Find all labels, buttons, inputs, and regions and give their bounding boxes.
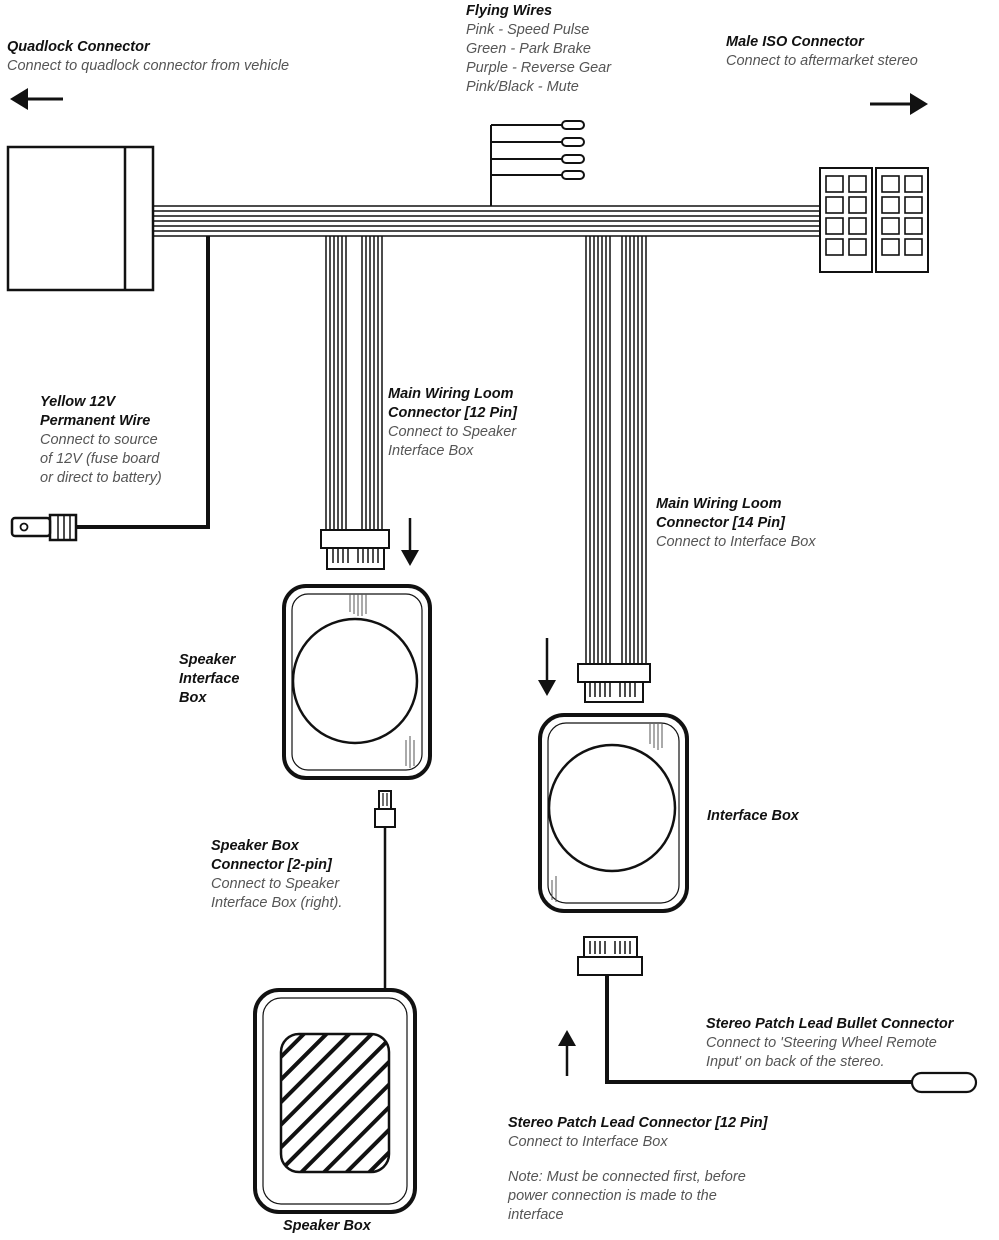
speaker-box-title: Speaker Box (283, 1218, 371, 1234)
interface-box-shape (538, 713, 689, 913)
patch-lead-wire (605, 975, 978, 1094)
loom-14-desc-line: Connect to Interface Box (656, 534, 816, 550)
flying-wires-title: Flying Wires (466, 3, 553, 19)
loom-12-desc-line: Interface Box (388, 443, 474, 459)
flying-wires-label: Flying Wires Pink - Speed Pulse Green - … (466, 2, 611, 97)
speaker-interface-box-shape (282, 584, 432, 780)
loom-12-desc-line: Connect to Speaker (388, 424, 517, 440)
yellow-12v-wire-shape (10, 236, 210, 542)
speaker-interface-title-line: Speaker (179, 652, 236, 668)
male-iso-label: Male ISO Connector Connect to aftermarke… (726, 33, 918, 71)
patch-lead-connector-desc: Connect to Interface Box (508, 1134, 668, 1150)
arrow-down-icon (401, 518, 419, 566)
speaker-box-shape (253, 988, 417, 1214)
patch-lead-plug (577, 936, 643, 976)
loom-12-pin-plug (320, 529, 390, 570)
quadlock-connector-shape (6, 145, 155, 292)
yellow-wire-desc-line: or direct to battery) (40, 470, 162, 486)
loom-12-title-line: Connector [12 Pin] (388, 405, 517, 421)
speaker-box-connector-label: Speaker Box Connector [2-pin] Connect to… (211, 837, 342, 913)
interface-box-title: Interface Box (707, 808, 799, 824)
loom-14-pin-label: Main Wiring Loom Connector [14 Pin] Conn… (656, 495, 816, 552)
loom-12-pin-label: Main Wiring Loom Connector [12 Pin] Conn… (388, 385, 517, 461)
flying-wire-item: Pink - Speed Pulse (466, 22, 590, 38)
flying-wire-item: Green - Park Brake (466, 41, 591, 57)
quadlock-desc: Connect to quadlock connector from vehic… (7, 58, 290, 74)
loom-14-title-line: Main Wiring Loom (656, 496, 782, 512)
patch-lead-note-line: power connection is made to the (508, 1188, 717, 1204)
speaker-box-connector-title-line: Speaker Box (211, 838, 299, 854)
patch-lead-connector-label: Stereo Patch Lead Connector [12 Pin] Con… (508, 1114, 767, 1225)
interface-box-label: Interface Box (707, 807, 799, 826)
yellow-wire-title-line: Permanent Wire (40, 413, 151, 429)
loom-12-title-line: Main Wiring Loom (388, 386, 514, 402)
speaker-box-label: Speaker Box (283, 1217, 371, 1236)
patch-lead-note-line: Note: Must be connected first, before (508, 1169, 746, 1185)
quadlock-title: Quadlock Connector (7, 39, 150, 55)
male-iso-title: Male ISO Connector (726, 34, 864, 50)
arrow-left-icon (10, 88, 63, 110)
bullet-connector-label: Stereo Patch Lead Bullet Connector Conne… (706, 1015, 953, 1072)
bullet-connector-desc-line: Input' on back of the stereo. (706, 1054, 885, 1070)
arrow-down-icon (538, 638, 556, 696)
main-harness-trunk (153, 205, 820, 237)
loom-14-title-line: Connector [14 Pin] (656, 515, 785, 531)
yellow-wire-label: Yellow 12V Permanent Wire Connect to sou… (40, 393, 162, 488)
yellow-wire-title-line: Yellow 12V (40, 394, 116, 410)
arrow-right-icon (870, 93, 928, 115)
quadlock-label: Quadlock Connector Connect to quadlock c… (7, 38, 289, 76)
speaker-box-connector-desc-line: Connect to Speaker (211, 876, 340, 892)
yellow-wire-desc-line: Connect to source (40, 432, 158, 448)
flying-wire-item: Pink/Black - Mute (466, 79, 579, 95)
patch-lead-connector-title: Stereo Patch Lead Connector [12 Pin] (508, 1115, 768, 1131)
flying-wire-item: Purple - Reverse Gear (466, 60, 612, 76)
flying-wires-shape (490, 120, 585, 206)
bullet-connector-desc-line: Connect to 'Steering Wheel Remote (706, 1035, 937, 1051)
speaker-box-connector-desc-line: Interface Box (right). (211, 895, 343, 911)
loom-14-pin-plug (577, 663, 651, 703)
speaker-interface-title-line: Interface (179, 671, 240, 687)
speaker-box-connector-title-line: Connector [2-pin] (211, 857, 332, 873)
yellow-wire-desc-line: of 12V (fuse board (40, 451, 160, 467)
arrow-up-icon (558, 1030, 576, 1076)
speaker-interface-title-line: Box (179, 690, 207, 706)
speaker-2-pin-lead (374, 790, 396, 990)
loom-14-pin-drop (585, 236, 647, 664)
speaker-interface-box-label: Speaker Interface Box (179, 651, 239, 708)
patch-lead-note-line: interface (508, 1207, 564, 1223)
iso-connector-shape (819, 167, 929, 273)
loom-12-pin-drop (325, 236, 383, 530)
male-iso-desc: Connect to aftermarket stereo (726, 53, 918, 69)
bullet-connector-title: Stereo Patch Lead Bullet Connector (706, 1016, 954, 1032)
